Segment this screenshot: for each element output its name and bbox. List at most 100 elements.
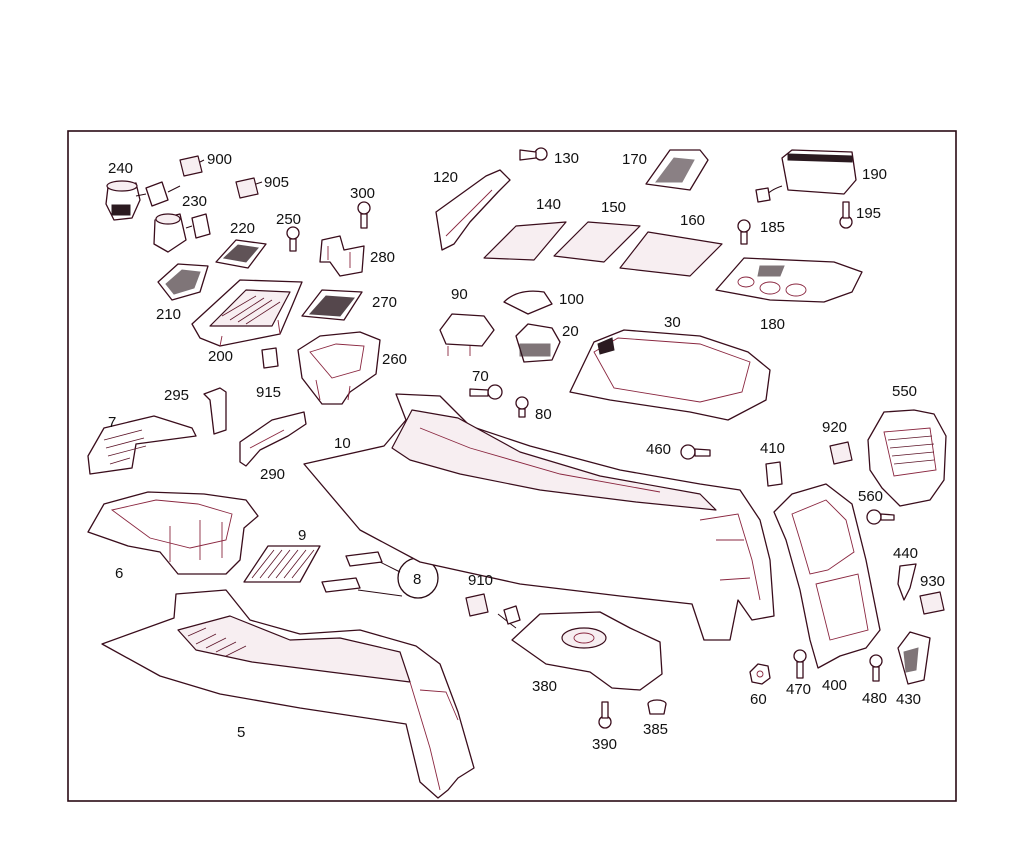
part-385-grommet xyxy=(647,699,667,715)
part-920-clip xyxy=(829,441,853,465)
part-7-trim-panel xyxy=(87,415,197,475)
part-5-lower-console xyxy=(101,589,475,799)
part-210-tray xyxy=(157,263,209,301)
part-380-charging-unit xyxy=(497,605,663,691)
label-20: 20 xyxy=(562,323,579,340)
label-385: 385 xyxy=(643,721,668,738)
label-220: 220 xyxy=(230,220,255,237)
label-10: 10 xyxy=(334,435,351,452)
label-140: 140 xyxy=(536,196,561,213)
label-280: 280 xyxy=(370,249,395,266)
part-9-trim-strip xyxy=(243,545,321,583)
part-390-screw xyxy=(598,701,612,729)
label-470: 470 xyxy=(786,681,811,698)
part-180-control-panel xyxy=(715,257,863,303)
label-9: 9 xyxy=(298,527,306,544)
label-260: 260 xyxy=(382,351,407,368)
part-400-side-panel xyxy=(773,483,881,669)
label-200: 200 xyxy=(208,348,233,365)
label-190: 190 xyxy=(862,166,887,183)
part-80-nut xyxy=(515,396,529,418)
part-240-socket xyxy=(105,180,141,221)
part-140-cover xyxy=(483,221,567,261)
part-915-clip xyxy=(261,347,279,369)
part-20-switch xyxy=(515,323,561,363)
part-470-screw xyxy=(793,649,807,679)
label-230: 230 xyxy=(182,193,207,210)
label-60: 60 xyxy=(750,691,767,708)
part-70-screw xyxy=(469,384,503,400)
part-230-socket-harness xyxy=(153,213,211,253)
label-460: 460 xyxy=(646,441,671,458)
label-30: 30 xyxy=(664,314,681,331)
part-290-bracket xyxy=(239,411,307,467)
diagram-frame xyxy=(67,130,957,802)
part-550-vent xyxy=(867,409,947,507)
part-300-screw xyxy=(357,201,371,229)
part-60-nut xyxy=(749,663,771,685)
label-100: 100 xyxy=(559,291,584,308)
label-250: 250 xyxy=(276,211,301,228)
label-300: 300 xyxy=(350,185,375,202)
label-240: 240 xyxy=(108,160,133,177)
part-270-mat xyxy=(301,289,363,321)
label-8: 8 xyxy=(413,571,421,588)
label-120: 120 xyxy=(433,169,458,186)
part-220-mat xyxy=(215,239,267,269)
label-290: 290 xyxy=(260,466,285,483)
part-430-bracket xyxy=(897,631,931,685)
label-480: 480 xyxy=(862,690,887,707)
part-30-armrest xyxy=(569,329,771,421)
label-920: 920 xyxy=(822,419,847,436)
part-195-screw xyxy=(839,201,853,229)
label-195: 195 xyxy=(856,205,881,222)
part-480-screw xyxy=(869,654,883,682)
part-90-switch xyxy=(439,313,495,356)
label-210: 210 xyxy=(156,306,181,323)
label-6: 6 xyxy=(115,565,123,582)
part-6-housing xyxy=(87,491,259,575)
part-295-bracket xyxy=(203,387,227,435)
label-90: 90 xyxy=(451,286,468,303)
label-915: 915 xyxy=(256,384,281,401)
label-185: 185 xyxy=(760,219,785,236)
label-400: 400 xyxy=(822,677,847,694)
label-900: 900 xyxy=(207,151,232,168)
label-910: 910 xyxy=(468,572,493,589)
part-200-storage-unit xyxy=(191,279,303,347)
part-10-main-console xyxy=(303,393,775,641)
part-460-screw xyxy=(680,444,711,460)
part-260-holder xyxy=(297,331,381,405)
label-5: 5 xyxy=(237,724,245,741)
leader-900 xyxy=(199,159,205,163)
label-80: 80 xyxy=(535,406,552,423)
part-560-screw xyxy=(866,509,895,525)
part-410-clip xyxy=(765,461,783,487)
part-185-screw xyxy=(737,219,751,245)
label-905: 905 xyxy=(264,174,289,191)
label-410: 410 xyxy=(760,440,785,457)
leader-905 xyxy=(255,181,263,185)
part-440-clip xyxy=(897,563,917,601)
part-150-cover xyxy=(553,221,641,263)
part-190-module xyxy=(755,149,857,203)
part-280-bracket xyxy=(319,235,365,277)
label-560: 560 xyxy=(858,488,883,505)
label-70: 70 xyxy=(472,368,489,385)
label-390: 390 xyxy=(592,736,617,753)
label-150: 150 xyxy=(601,199,626,216)
part-910-clip xyxy=(465,593,489,617)
label-295: 295 xyxy=(164,387,189,404)
part-900-clip xyxy=(179,155,203,177)
part-100-cap xyxy=(503,290,553,315)
part-160-cover xyxy=(619,231,723,277)
label-180: 180 xyxy=(760,316,785,333)
part-120-bezel xyxy=(435,169,511,251)
part-930-clip xyxy=(919,591,945,615)
label-160: 160 xyxy=(680,212,705,229)
label-430: 430 xyxy=(896,691,921,708)
part-8-clips xyxy=(321,551,439,599)
label-130: 130 xyxy=(554,150,579,167)
part-250-screw xyxy=(286,226,300,252)
